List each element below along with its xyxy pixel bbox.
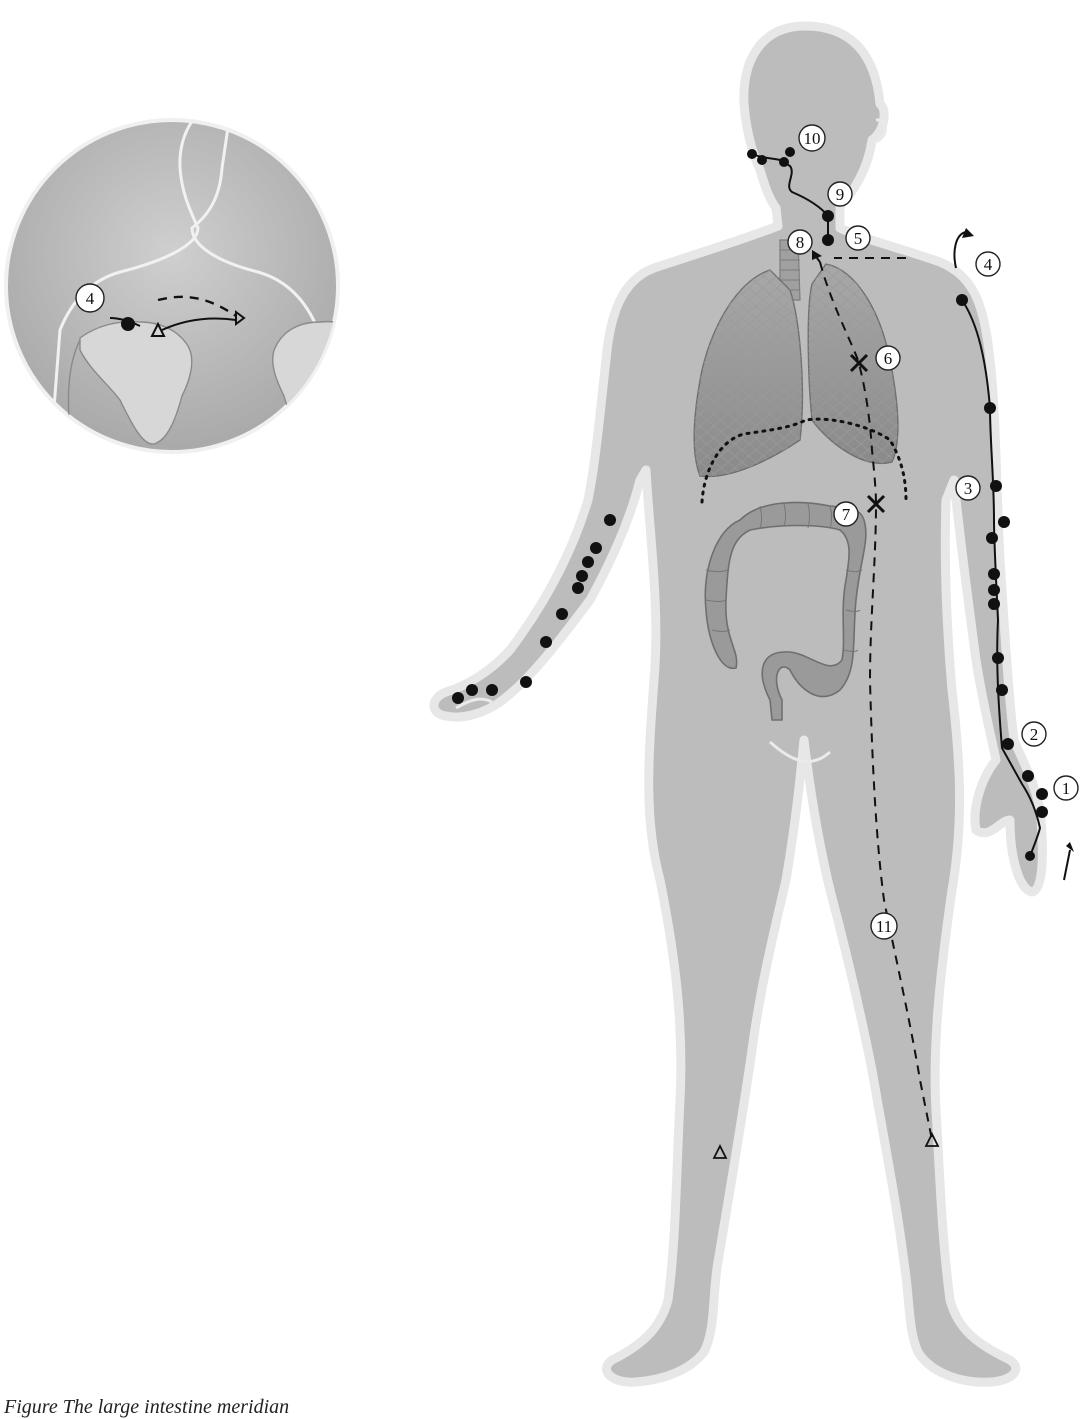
svg-text:7: 7	[842, 505, 851, 524]
back-view-inset: 4	[6, 100, 388, 460]
svg-text:6: 6	[884, 349, 893, 368]
body-figure	[434, 26, 1042, 1382]
svg-text:2: 2	[1030, 725, 1039, 744]
svg-text:1: 1	[1062, 779, 1071, 798]
svg-text:4: 4	[86, 289, 95, 308]
svg-text:11: 11	[876, 917, 892, 936]
inset-label-4: 4	[76, 284, 104, 312]
label-3: 3	[956, 476, 980, 500]
label-11: 11	[871, 913, 897, 939]
label-7: 7	[834, 502, 858, 526]
svg-text:8: 8	[796, 233, 805, 252]
label-8: 8	[788, 230, 812, 254]
svg-text:5: 5	[854, 229, 863, 248]
label-4: 4	[976, 252, 1000, 276]
figure-caption: Figure The large intestine meridian	[4, 1396, 289, 1419]
label-10: 10	[799, 125, 825, 151]
body-silhouette	[434, 26, 1042, 1382]
svg-text:4: 4	[984, 255, 993, 274]
right-scapula	[273, 322, 376, 444]
label-1: 1	[1054, 776, 1078, 800]
start-arrow	[1064, 850, 1070, 880]
svg-text:10: 10	[804, 129, 821, 148]
svg-text:9: 9	[836, 185, 845, 204]
label-2: 2	[1022, 722, 1046, 746]
label-9: 9	[828, 182, 852, 206]
label-5: 5	[846, 226, 870, 250]
svg-text:3: 3	[964, 479, 973, 498]
label-6: 6	[876, 346, 900, 370]
